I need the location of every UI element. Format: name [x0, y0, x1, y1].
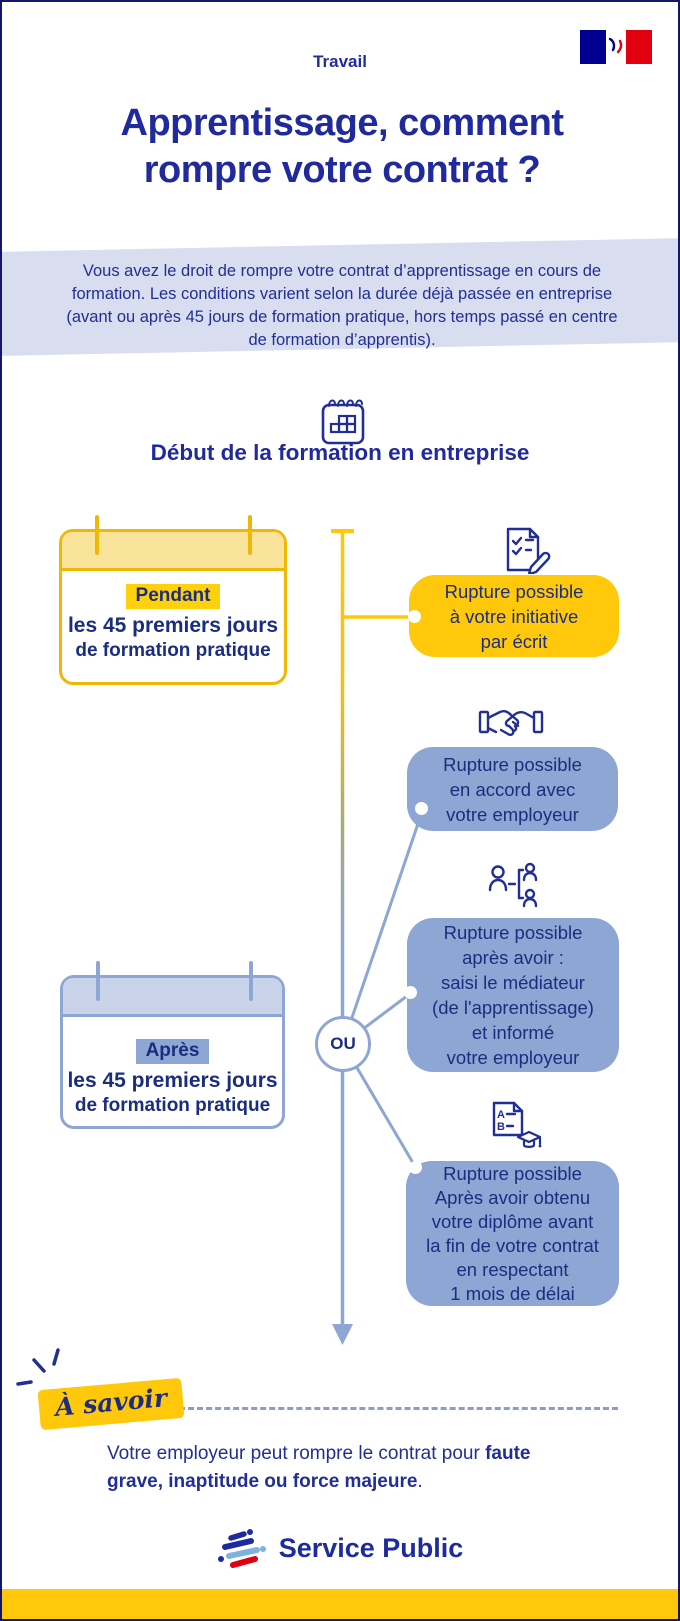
option-line: et informé [471, 1022, 555, 1043]
option-line: votre employeur [446, 1047, 580, 1068]
page-title: Apprentissage, comment rompre votre cont… [120, 102, 565, 191]
note-text: Votre employeur peut rompre le contrat p… [107, 1440, 589, 1496]
connector-dot [415, 802, 428, 815]
branch-accord [341, 808, 425, 1045]
option-line: à votre initiative [449, 605, 579, 627]
option-line: en accord avec [449, 778, 576, 800]
flag-red-block [626, 30, 652, 64]
calendar-band [62, 532, 284, 571]
or-node: OU [315, 1016, 371, 1072]
period-line2: de formation pratique [74, 1095, 271, 1116]
option-line: (de l'apprentissage) [432, 997, 594, 1018]
option-box-mediateur: Rupture possible après avoir : saisi le … [407, 918, 619, 1072]
calendar-ring-icon [249, 961, 253, 1001]
option-line: saisi le médiateur [441, 972, 585, 993]
connector-dot [404, 986, 417, 999]
calendar-ring-icon [95, 515, 99, 555]
mediator-people-icon [488, 862, 538, 908]
period-card-apres: Après les 45 premiers jours de formation… [60, 961, 285, 1129]
option-box-diplome: Rupture possible Après avoir obtenu votr… [406, 1161, 619, 1306]
diploma-grades-icon: A B [492, 1101, 542, 1148]
handshake-icon [478, 710, 544, 736]
option-line: la fin de votre contrat [426, 1234, 599, 1256]
period-highlight: Après [135, 1039, 210, 1064]
calendar-ring-icon [248, 515, 252, 555]
period-highlight: Pendant [125, 584, 221, 609]
option-line: 1 mois de délai [450, 1282, 575, 1304]
connector-dot [408, 610, 421, 623]
bottom-yellow-bar [2, 1589, 678, 1619]
marianne-silhouette-right [620, 35, 626, 59]
marianne-silhouette-left [606, 35, 612, 59]
option-line: Rupture possible [443, 922, 583, 943]
marianne-stroke-blue [608, 37, 616, 52]
option-box-accord: Rupture possible en accord avec votre em… [407, 747, 618, 831]
footer-brand: Service Public [2, 1524, 678, 1572]
service-public-logo-icon [217, 1529, 266, 1568]
option-line: votre diplôme avant [431, 1210, 594, 1232]
option-line: par écrit [480, 630, 548, 652]
period-line1: les 45 premiers jours [67, 1069, 278, 1092]
option-line: après avoir : [462, 947, 564, 968]
calendar-grid-icon [321, 399, 365, 445]
svg-text:A: A [497, 1109, 505, 1121]
option-box-initiative: Rupture possible à votre initiative par … [409, 575, 619, 657]
sparkle-rays-icon [16, 1348, 60, 1386]
option-line: Après avoir obtenu [434, 1186, 591, 1208]
svg-text:B: B [497, 1121, 505, 1133]
note-text-bold: faute grave, inaptitude ou force majeure [107, 1443, 531, 1492]
note-text-regular: Votre employeur peut rompre le contrat p… [107, 1443, 486, 1464]
marianne-stroke-red [616, 39, 623, 54]
option-line: Rupture possible [443, 753, 582, 775]
period-line2: de formation pratique [75, 640, 271, 661]
option-line: Rupture possible [444, 580, 584, 602]
option-line: Rupture possible [443, 1162, 582, 1184]
brand-name: Service Public [278, 1532, 464, 1563]
ministry-label: Travail [313, 52, 367, 71]
period-line1: les 45 premiers jours [67, 614, 279, 637]
flag-blue-block [580, 30, 606, 64]
calendar-ring-icon [96, 961, 100, 1001]
option-line: en respectant [456, 1258, 569, 1280]
connector-dot [409, 1161, 422, 1174]
dashed-divider [170, 1407, 618, 1410]
timeline-arrowhead [332, 1324, 353, 1345]
period-card-pendant: Pendant les 45 premiers jours de formati… [59, 515, 287, 685]
intro-text: Vous avez le droit de rompre votre contr… [66, 262, 618, 349]
french-government-flag-icon [580, 30, 652, 64]
option-line: votre employeur [446, 803, 579, 825]
checklist-pencil-icon [506, 527, 551, 574]
note-text-end: . [417, 1471, 423, 1492]
